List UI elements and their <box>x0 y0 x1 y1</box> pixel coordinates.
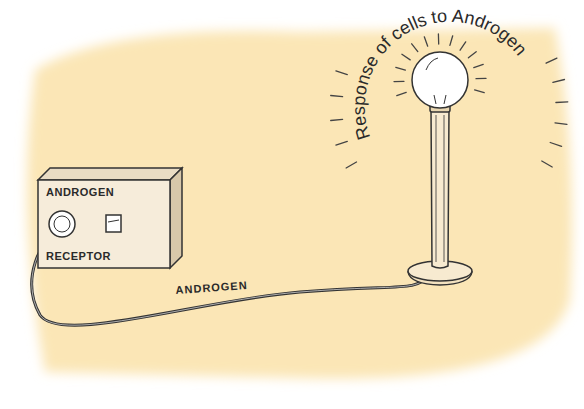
ray <box>553 80 565 83</box>
ray <box>546 58 557 63</box>
ray <box>450 36 453 46</box>
ray <box>542 161 552 167</box>
ray <box>555 123 567 125</box>
arc-text: Response of cells to Androgen <box>349 6 531 142</box>
ray <box>424 37 427 46</box>
ray <box>331 119 343 120</box>
ray <box>475 90 485 93</box>
ray <box>550 143 561 147</box>
ray <box>460 42 466 50</box>
ray <box>396 67 406 70</box>
ray <box>474 64 483 67</box>
ray <box>397 92 406 95</box>
ray <box>438 34 440 44</box>
ray <box>402 54 410 60</box>
ray <box>394 81 404 83</box>
ray <box>336 71 347 75</box>
box-label: ANDROGEN RECEPTOR <box>46 160 116 288</box>
background-wash <box>27 28 572 379</box>
ray <box>468 52 476 58</box>
ray <box>331 96 343 97</box>
lamp <box>408 52 472 285</box>
ray <box>556 101 568 103</box>
ray <box>476 78 486 80</box>
response-label: Response of cells to Androgen <box>349 6 531 142</box>
ray <box>336 141 347 145</box>
ray <box>346 162 356 168</box>
ray <box>412 44 418 52</box>
receptor-box: ANDROGEN RECEPTOR <box>38 180 170 268</box>
